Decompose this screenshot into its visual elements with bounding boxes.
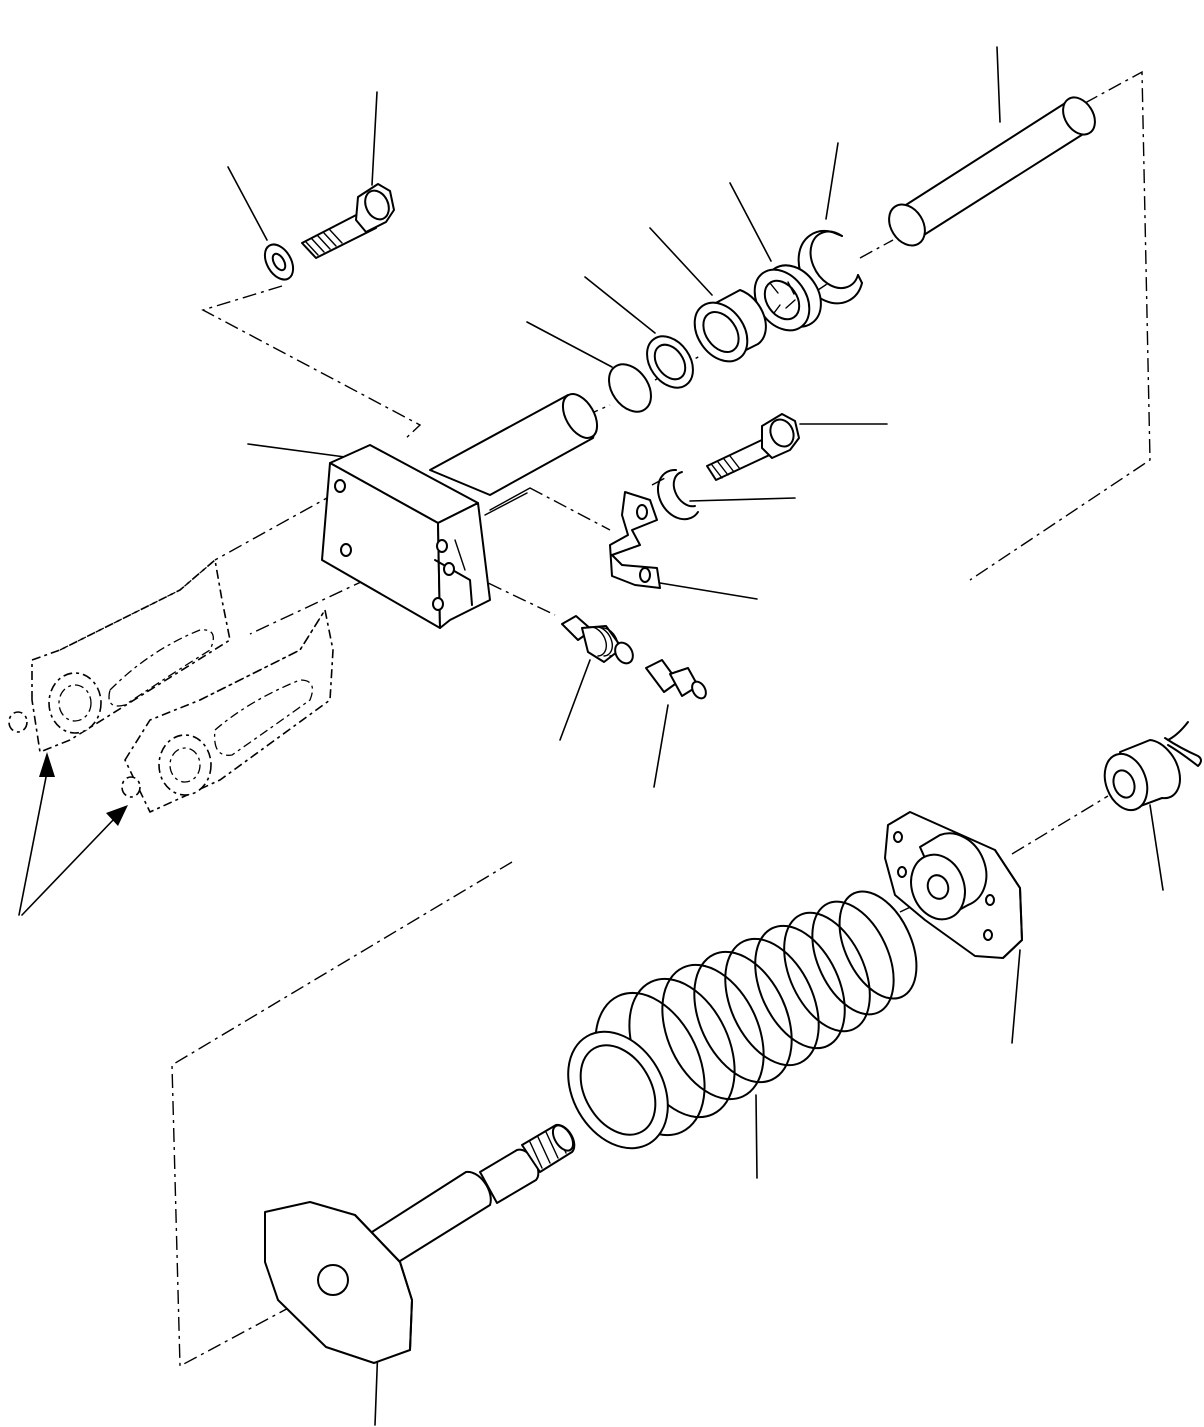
spring-rod-plate	[264, 1201, 413, 1364]
cap-screw-small	[706, 413, 800, 481]
arrow-pointers	[18, 752, 128, 916]
spring-seat-plate	[884, 811, 1023, 959]
bushing	[693, 289, 767, 363]
idler-yoke-block	[321, 393, 599, 629]
track-link-rear	[121, 609, 334, 813]
bearing	[753, 264, 822, 332]
cotter-pin	[1164, 721, 1202, 767]
spring-rod	[371, 1123, 576, 1267]
washer-top-left	[263, 243, 295, 281]
lock-washer-small	[656, 468, 699, 521]
castle-nut	[1103, 739, 1181, 812]
grease-valve	[561, 615, 634, 665]
flat-washer	[646, 335, 694, 389]
pin-shaft	[888, 96, 1096, 247]
grease-fitting	[645, 659, 707, 700]
track-link-front	[8, 559, 231, 753]
o-ring	[608, 363, 652, 413]
recoil-spring	[567, 890, 918, 1150]
cap-screw-top	[301, 183, 395, 259]
lock-plate	[609, 491, 661, 589]
leader-lines	[227, 46, 1164, 1426]
assembly-reference-lines	[171, 70, 1151, 1368]
